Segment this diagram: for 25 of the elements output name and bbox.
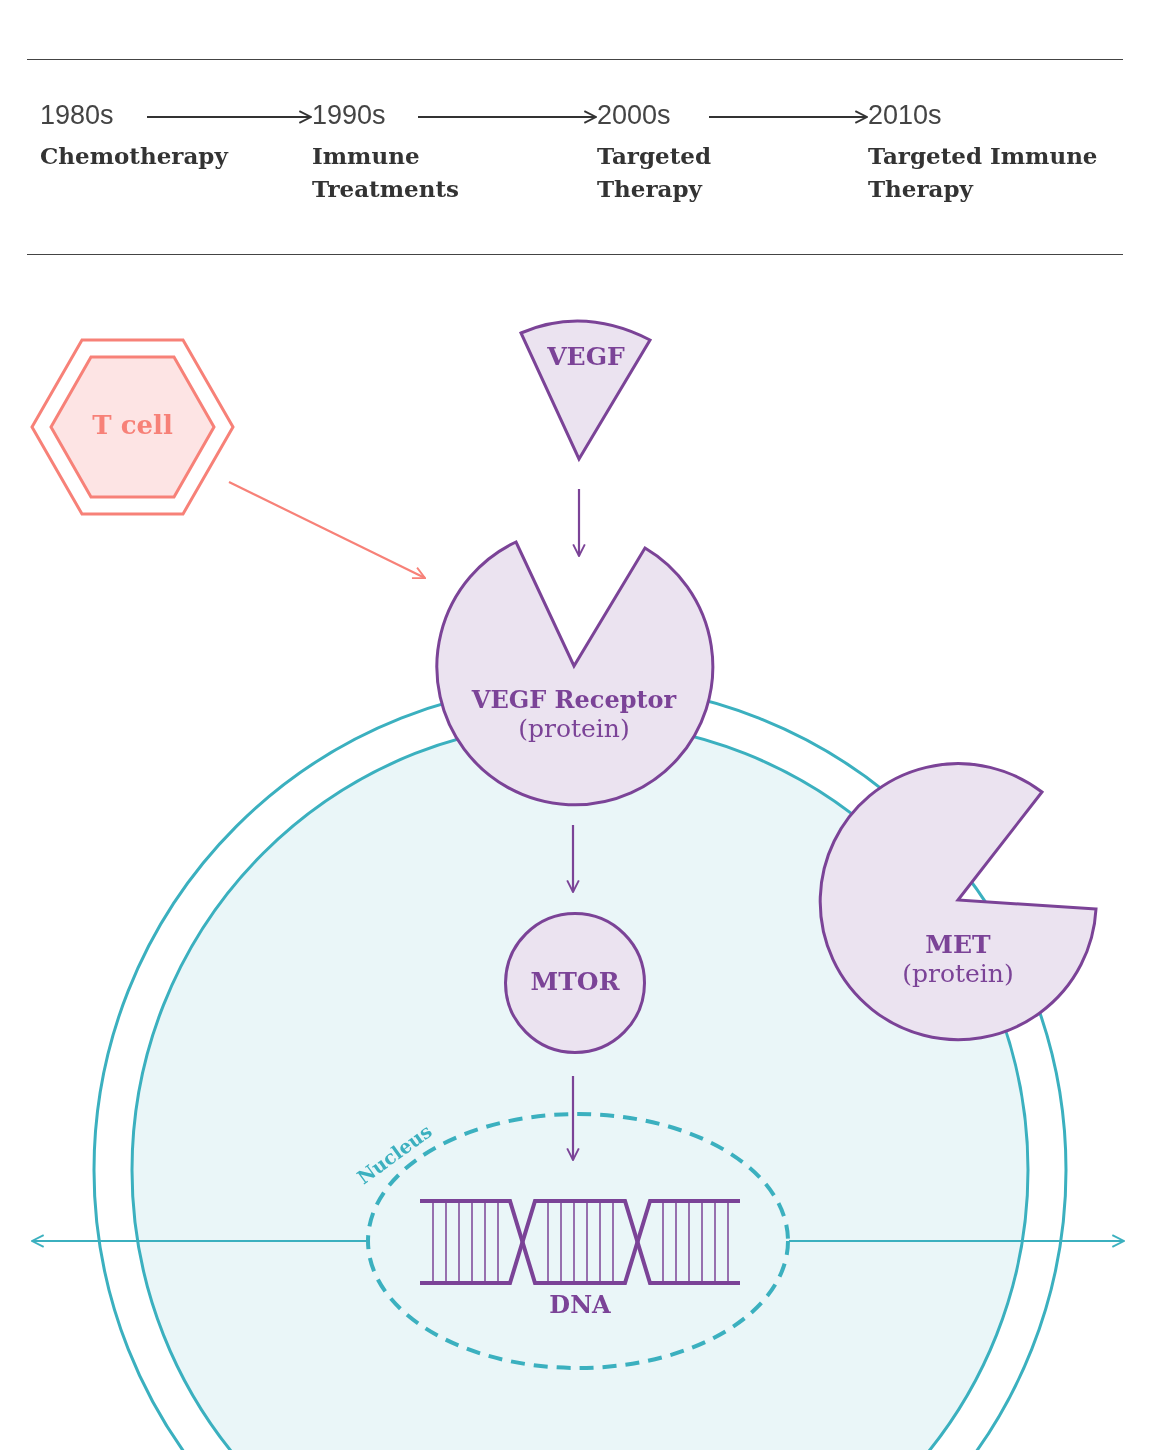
protein-label: VEGF Receptor xyxy=(470,685,678,715)
protein-type-label: (protein) xyxy=(901,960,1015,988)
arrow xyxy=(147,110,312,124)
year-label: 2000s xyxy=(597,100,671,131)
protein-type-label: (protein) xyxy=(517,715,631,743)
period-title: Targeted Immune Therapy xyxy=(868,141,1099,204)
protein-label: MTOR xyxy=(529,967,621,996)
period-title: Chemotherapy xyxy=(40,141,230,171)
arrow xyxy=(789,1234,1125,1248)
arrow xyxy=(228,481,426,580)
period-title: Immune Treatments xyxy=(312,141,460,204)
arrow xyxy=(31,1234,367,1248)
year-label: 1990s xyxy=(312,100,386,131)
cell-label: T cell xyxy=(91,410,174,440)
arrow xyxy=(418,110,597,124)
arrow xyxy=(709,110,868,124)
year-label: 2010s xyxy=(868,100,942,131)
arrow xyxy=(566,1076,580,1161)
year-label: 1980s xyxy=(40,100,114,131)
arrow xyxy=(566,825,580,893)
period-title: Targeted Therapy xyxy=(597,141,712,204)
protein-label: VEGF xyxy=(546,342,626,371)
dna-label: DNA xyxy=(548,1290,612,1319)
protein-label: MET xyxy=(924,930,992,960)
arrow xyxy=(572,489,586,557)
